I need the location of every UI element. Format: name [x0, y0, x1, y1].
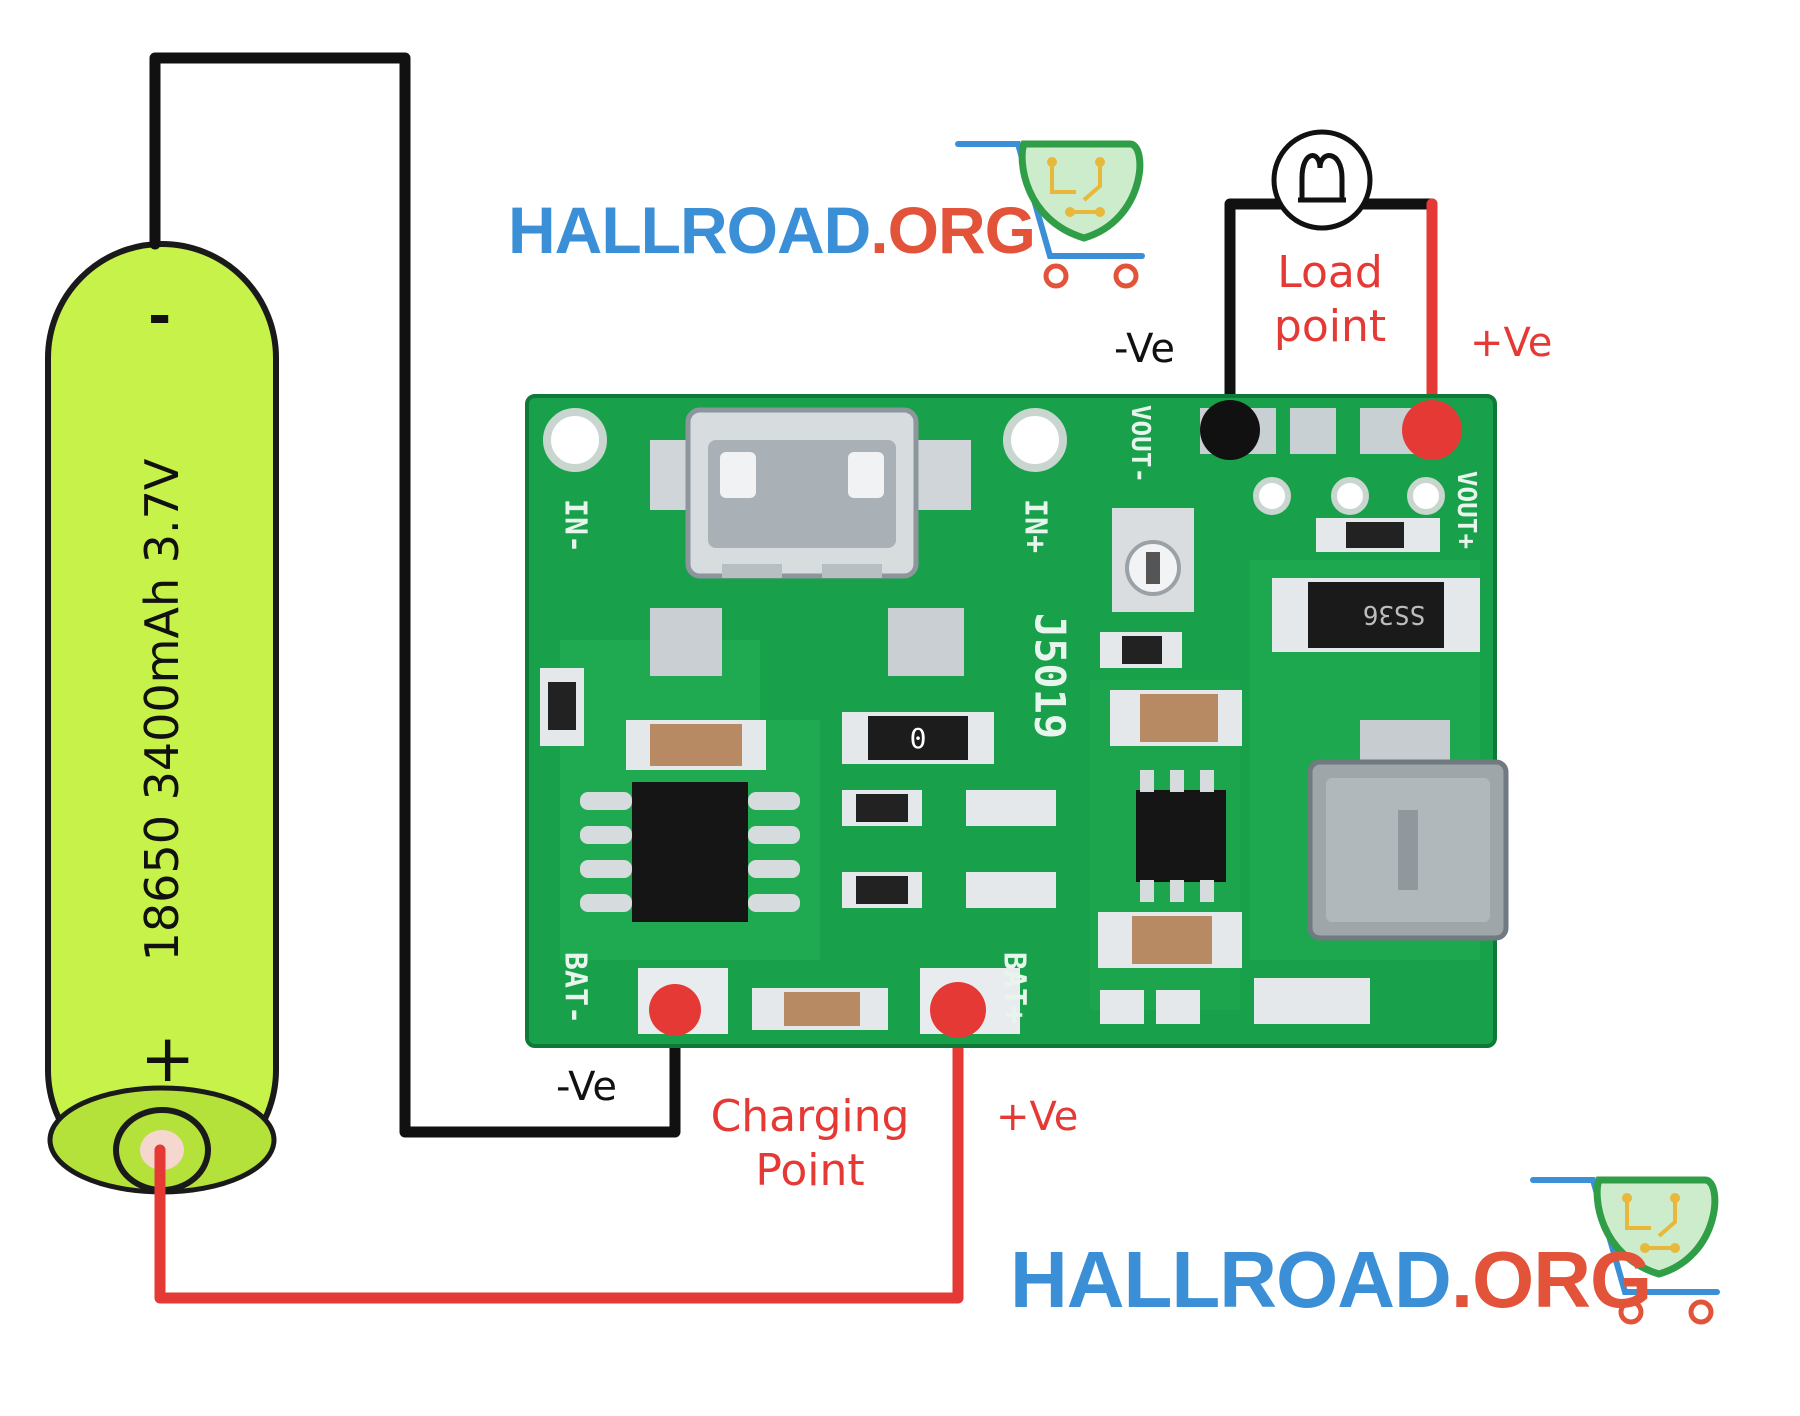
- pad-vout-plus-label: VOUT+: [1451, 470, 1481, 550]
- charging-negative-dot: [649, 984, 701, 1036]
- brand-name-suffix: .ORG: [1450, 1235, 1652, 1324]
- charge-ic-chip: [580, 782, 800, 922]
- ss36-diode: SS36: [1272, 578, 1480, 652]
- battery-negative-wire: [149, 52, 681, 1138]
- cart-logo-icon: [955, 140, 1145, 289]
- load-positive-dot: [1402, 400, 1462, 460]
- j5019-module-board: 0 SS36: [525, 394, 1509, 1048]
- resistor-zero-label: 0: [910, 722, 927, 755]
- diode-label: SS36: [1363, 599, 1426, 629]
- pad-in-minus-label: IN-: [557, 498, 593, 554]
- charging-negative-label: -Ve: [556, 1064, 617, 1110]
- battery-spec-label: 18650 3400mAh 3.7V: [135, 458, 189, 962]
- charging-point-label: Charging Point: [700, 1090, 920, 1198]
- brand-name-suffix: .ORG: [870, 193, 1036, 267]
- load-title-line2: point: [1273, 301, 1387, 352]
- potentiometer: [1112, 508, 1194, 612]
- load-title-line1: Load: [1277, 247, 1383, 298]
- battery-plus-sign: +: [140, 1020, 196, 1097]
- charging-title-line1: Charging: [710, 1091, 910, 1142]
- charging-positive-dot: [930, 982, 986, 1038]
- pad-bat-minus-label: BAT-: [557, 951, 593, 1025]
- charging-title-line2: Point: [755, 1145, 865, 1196]
- brand-name-main: HALLROAD: [508, 193, 871, 267]
- battery-positive-wire: [154, 1004, 964, 1304]
- brand-name-main: HALLROAD: [1010, 1235, 1452, 1324]
- mounting-hole-left: [543, 408, 607, 472]
- lamp-symbol-icon: [1271, 129, 1373, 231]
- battery-18650: [45, 241, 279, 1195]
- mounting-hole-mid: [1003, 408, 1067, 472]
- load-point-label: Load point: [1270, 246, 1390, 354]
- brand-wordmark-top: HALLROAD.ORG: [508, 192, 1036, 268]
- pad-bat-plus-label: BAT+: [996, 951, 1032, 1025]
- pad-in-plus-label: IN+: [1017, 498, 1053, 554]
- micro-usb-port: [650, 407, 971, 579]
- brand-wordmark-bottom: HALLROAD.ORG: [1010, 1234, 1652, 1326]
- load-negative-dot: [1200, 400, 1260, 460]
- charging-positive-label: +Ve: [996, 1094, 1079, 1140]
- pad-vout-minus-label: VOUT-: [1125, 404, 1155, 484]
- battery-minus-sign: -: [148, 284, 172, 349]
- power-inductor: [1307, 720, 1509, 941]
- board-model-label: J5019: [1025, 612, 1075, 740]
- load-positive-label: +Ve: [1470, 320, 1553, 366]
- positive-wires: [154, 198, 1438, 1304]
- load-negative-label: -Ve: [1114, 326, 1175, 372]
- cart-logo-icon: [1530, 1176, 1720, 1325]
